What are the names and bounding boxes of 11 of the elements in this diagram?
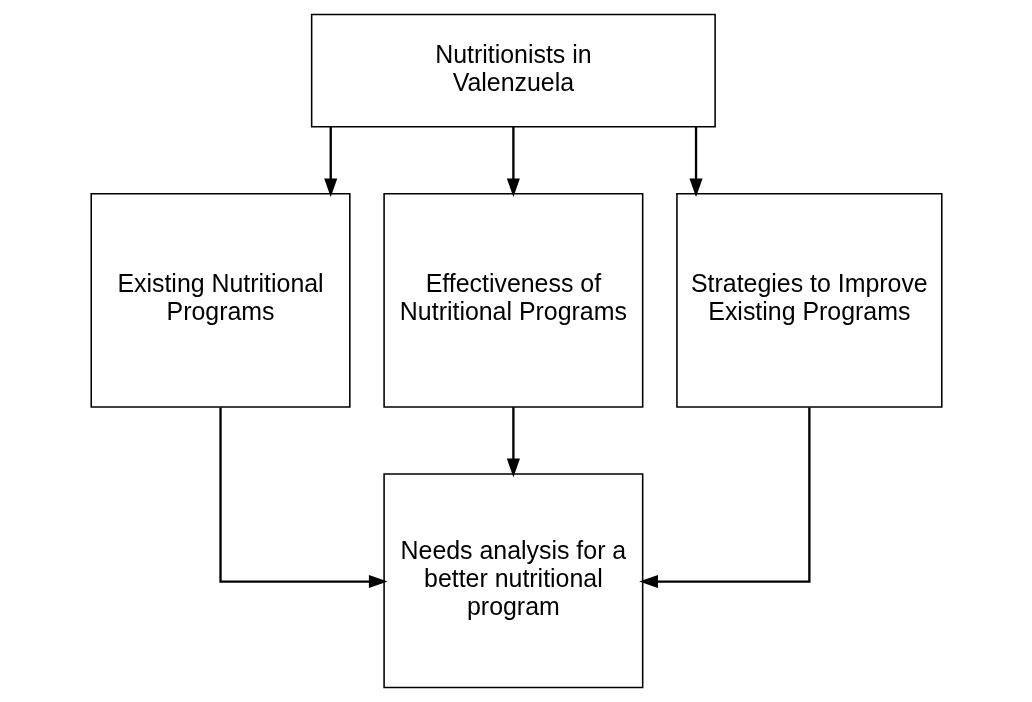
node-box: Effectiveness of Nutritional Programs bbox=[382, 192, 643, 408]
node-box: Needs analysis for a better nutritional program bbox=[382, 473, 643, 689]
arrow bbox=[638, 407, 811, 589]
node-box: Existing Nutritional Programs bbox=[89, 192, 351, 408]
arrow bbox=[689, 126, 703, 198]
node-box: Nutritionists in Valenzuela bbox=[310, 13, 716, 128]
arrow bbox=[218, 407, 388, 589]
arrow bbox=[506, 126, 520, 198]
arrow bbox=[506, 407, 520, 478]
arrow bbox=[323, 126, 337, 198]
node-box: Strategies to Improve Existing Programs bbox=[675, 192, 943, 408]
